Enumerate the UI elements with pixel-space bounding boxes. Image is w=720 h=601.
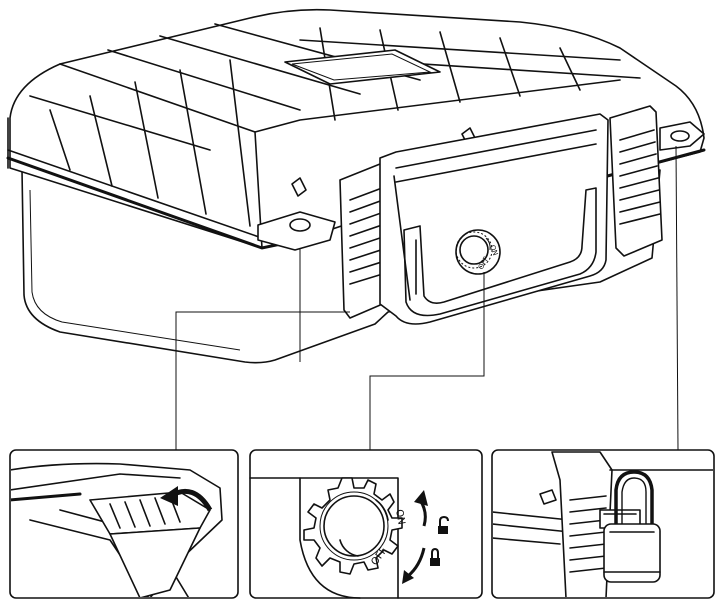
padlock-open-icon	[438, 515, 449, 534]
curved-arrow-icon	[160, 486, 213, 512]
callout-lines	[175, 145, 679, 451]
pressure-valve-dial[interactable]: ON OFF	[455, 229, 501, 275]
valve-dial-large[interactable]: ON OFF	[303, 477, 407, 575]
case-lid	[6, 8, 706, 251]
padlock-icon	[603, 470, 661, 583]
detail-panel-valve: ON OFF	[249, 449, 483, 599]
rotation-arrow-icon	[402, 490, 428, 584]
detail-panel-padlock	[491, 449, 715, 599]
case-illustration: ON OFF	[6, 8, 706, 451]
latch-right[interactable]	[609, 105, 663, 257]
dial-small-on-label: ON	[488, 244, 499, 257]
detail-panel-latch	[9, 449, 239, 599]
dial-on-label: ON	[393, 509, 407, 526]
padlock-closed-icon	[430, 547, 440, 566]
case-handle[interactable]	[379, 113, 609, 325]
